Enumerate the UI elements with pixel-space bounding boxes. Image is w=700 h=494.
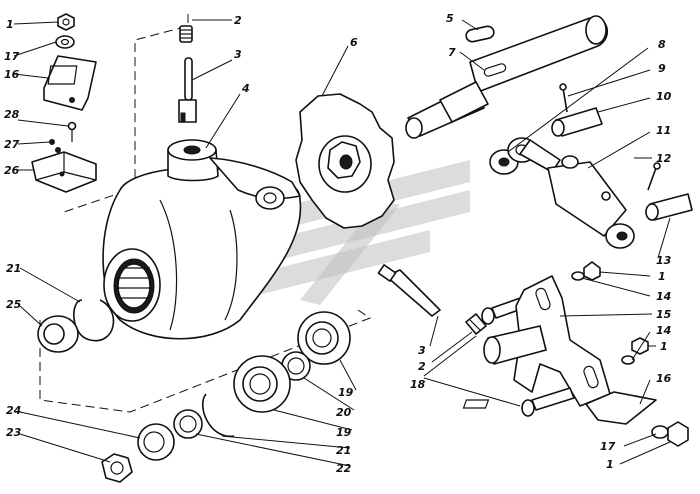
ring-22 <box>173 409 203 439</box>
washer-14-lower <box>621 355 635 365</box>
shaft-7 <box>405 15 609 139</box>
castle-nut-23 <box>101 453 133 483</box>
callout-19-upper: 19 <box>338 386 354 399</box>
callout-18: 18 <box>410 378 426 391</box>
plunger-pin-3-top <box>178 57 197 123</box>
washer-17-top <box>55 35 75 49</box>
main-housing-4 <box>102 139 302 340</box>
pin-12 <box>647 162 661 191</box>
callout-3-middle: 3 <box>418 344 426 357</box>
pin-9 <box>559 83 568 113</box>
seal-24 <box>137 423 175 461</box>
callout-1-lower: 1 <box>660 340 668 353</box>
callout-24: 24 <box>6 404 21 417</box>
callout-2-middle: 2 <box>418 360 426 373</box>
callout-23: 23 <box>6 426 22 439</box>
plunger-pin-3-middle <box>377 264 441 317</box>
callout-12: 12 <box>656 152 672 165</box>
callout-17-lower: 17 <box>600 440 616 453</box>
callout-8: 8 <box>658 38 666 51</box>
dashed-assembly-lines <box>39 14 372 413</box>
callout-1-top: 1 <box>6 18 14 31</box>
callout-21-left: 21 <box>6 262 21 275</box>
washer-14-right <box>571 271 585 281</box>
callout-27: 27 <box>4 138 20 151</box>
pin-sleeve-10 <box>551 107 603 137</box>
callout-16-lower: 16 <box>656 372 672 385</box>
nut-1-lower <box>631 337 649 355</box>
callout-10: 10 <box>656 90 672 103</box>
callout-1-right: 1 <box>658 270 666 283</box>
callout-19-lower: 19 <box>336 426 352 439</box>
retaining-ring-21-left <box>73 299 115 342</box>
spring-2-top <box>179 25 193 43</box>
callout-20: 20 <box>336 406 352 419</box>
washer-17-lower <box>651 425 669 439</box>
seal-25 <box>37 315 79 353</box>
nut-1-bottom <box>667 421 689 447</box>
callout-2-top: 2 <box>234 14 242 27</box>
clip-bracket-26 <box>31 151 97 193</box>
rivets-27 <box>49 139 61 153</box>
callout-labels: 1 17 16 28 27 26 2 3 4 6 5 7 8 9 10 11 1… <box>4 12 672 475</box>
callout-22: 22 <box>336 462 352 475</box>
bracket-15 <box>483 275 611 407</box>
callout-26: 26 <box>4 164 20 177</box>
bolt-18-lower <box>521 387 575 417</box>
ratchet-gear-6 <box>295 93 395 229</box>
callout-6: 6 <box>350 36 358 49</box>
callout-7: 7 <box>448 46 456 59</box>
callout-1-bottom: 1 <box>606 458 614 471</box>
callout-28: 28 <box>4 108 20 121</box>
key-5 <box>465 25 495 43</box>
nut-1-top <box>57 13 75 31</box>
cylinder-11 <box>489 137 635 249</box>
nut-1-right <box>583 261 601 281</box>
spring-2-middle <box>465 313 487 335</box>
bearing-19-upper <box>297 311 351 365</box>
pin-sleeve-13 <box>645 193 693 221</box>
callout-16-top: 16 <box>4 68 20 81</box>
callout-9: 9 <box>658 62 666 75</box>
callout-25: 25 <box>6 298 22 311</box>
screw-28 <box>67 121 77 142</box>
retaining-ring-21-lower <box>201 393 235 437</box>
callout-14-lower: 14 <box>656 324 671 337</box>
leader-lines <box>13 19 671 467</box>
bracket-plate-16-lower <box>462 391 657 425</box>
bracket-plate-16-top <box>43 55 97 111</box>
callout-21-lower: 21 <box>336 444 351 457</box>
callout-14-right: 14 <box>656 290 671 303</box>
callout-13: 13 <box>656 254 672 267</box>
callout-15: 15 <box>656 308 672 321</box>
callout-17-top: 17 <box>4 50 20 63</box>
callout-4: 4 <box>241 82 250 95</box>
bearing-19-lower <box>233 355 291 413</box>
callout-11: 11 <box>656 124 671 137</box>
callout-3-top: 3 <box>234 48 242 61</box>
callout-5: 5 <box>446 12 454 25</box>
